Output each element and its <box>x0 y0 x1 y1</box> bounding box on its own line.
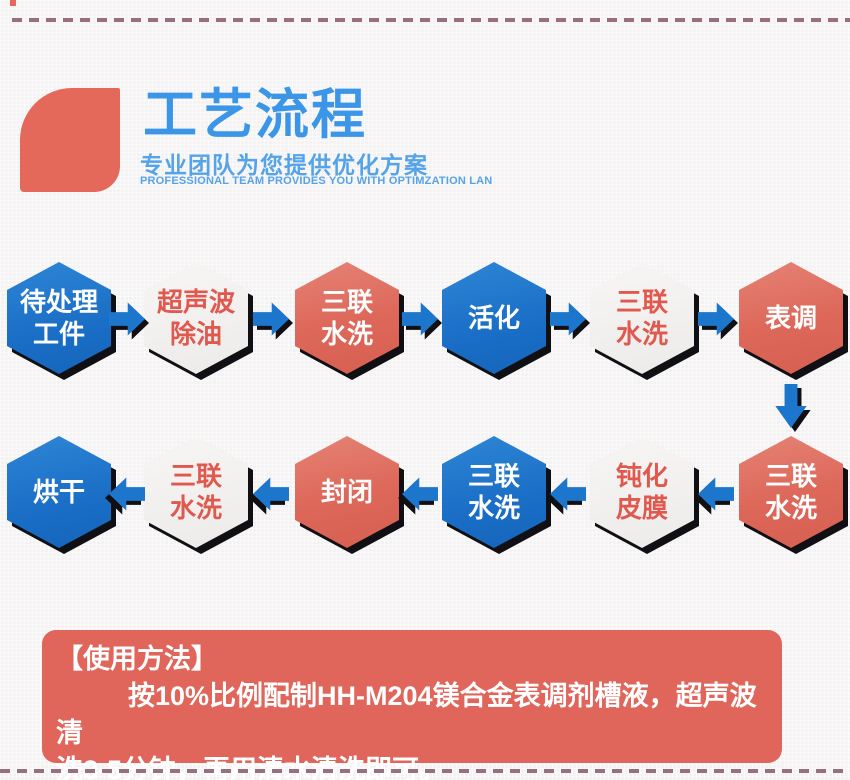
flow-step-hexagon: 封闭 <box>295 436 404 554</box>
flow-step-hexagon: 三联 水洗 <box>442 436 551 554</box>
arrow-left-icon <box>398 476 438 515</box>
page-subtitle: 专业团队为您提供优化方案 <box>140 152 428 178</box>
bottom-dashed-divider <box>0 769 850 773</box>
arrow-right-icon <box>550 301 590 340</box>
arrow-right-icon <box>253 301 293 340</box>
arrow-left-icon <box>546 476 586 515</box>
flow-step-hexagon: 烘干 <box>7 436 116 554</box>
flow-step-hexagon: 活化 <box>442 262 551 380</box>
flow-step-hexagon: 三联 水洗 <box>590 262 699 380</box>
page-tagline-english: PROFESSIONAL TEAM PROVIDES YOU WITH OPTI… <box>140 175 493 187</box>
leaf-logo <box>20 88 120 192</box>
flow-step-hexagon: 三联 水洗 <box>144 436 253 554</box>
arrow-right-icon <box>109 301 149 340</box>
arrow-down-icon <box>774 384 811 432</box>
top-dashed-divider <box>12 18 850 22</box>
page-title: 工艺流程 <box>143 85 367 145</box>
flow-step-hexagon: 钝化 皮膜 <box>590 436 699 554</box>
flow-step-hexagon: 三联 水洗 <box>739 436 848 554</box>
flow-step-hexagon: 待处理 工件 <box>7 262 116 380</box>
usage-text-line: 洗3-5分钟，再用清水清洗即可。 <box>56 755 447 780</box>
corner-mark <box>10 0 16 6</box>
usage-text-line: 按10%比例配制HH-M204镁合金表调剂槽液，超声波清 <box>56 681 757 748</box>
arrow-left-icon <box>249 476 289 515</box>
flow-step-hexagon: 表调 <box>739 262 848 380</box>
flow-step-hexagon: 三联 水洗 <box>295 262 404 380</box>
flow-step-hexagon: 超声波 除油 <box>144 262 253 380</box>
arrow-right-icon <box>698 301 738 340</box>
arrow-left-icon <box>105 476 145 515</box>
usage-heading: 【使用方法】 <box>56 644 218 674</box>
arrow-left-icon <box>694 476 734 515</box>
arrow-right-icon <box>402 301 442 340</box>
usage-instructions-box: 【使用方法】 按10%比例配制HH-M204镁合金表调剂槽液，超声波清 洗3-5… <box>42 630 782 780</box>
